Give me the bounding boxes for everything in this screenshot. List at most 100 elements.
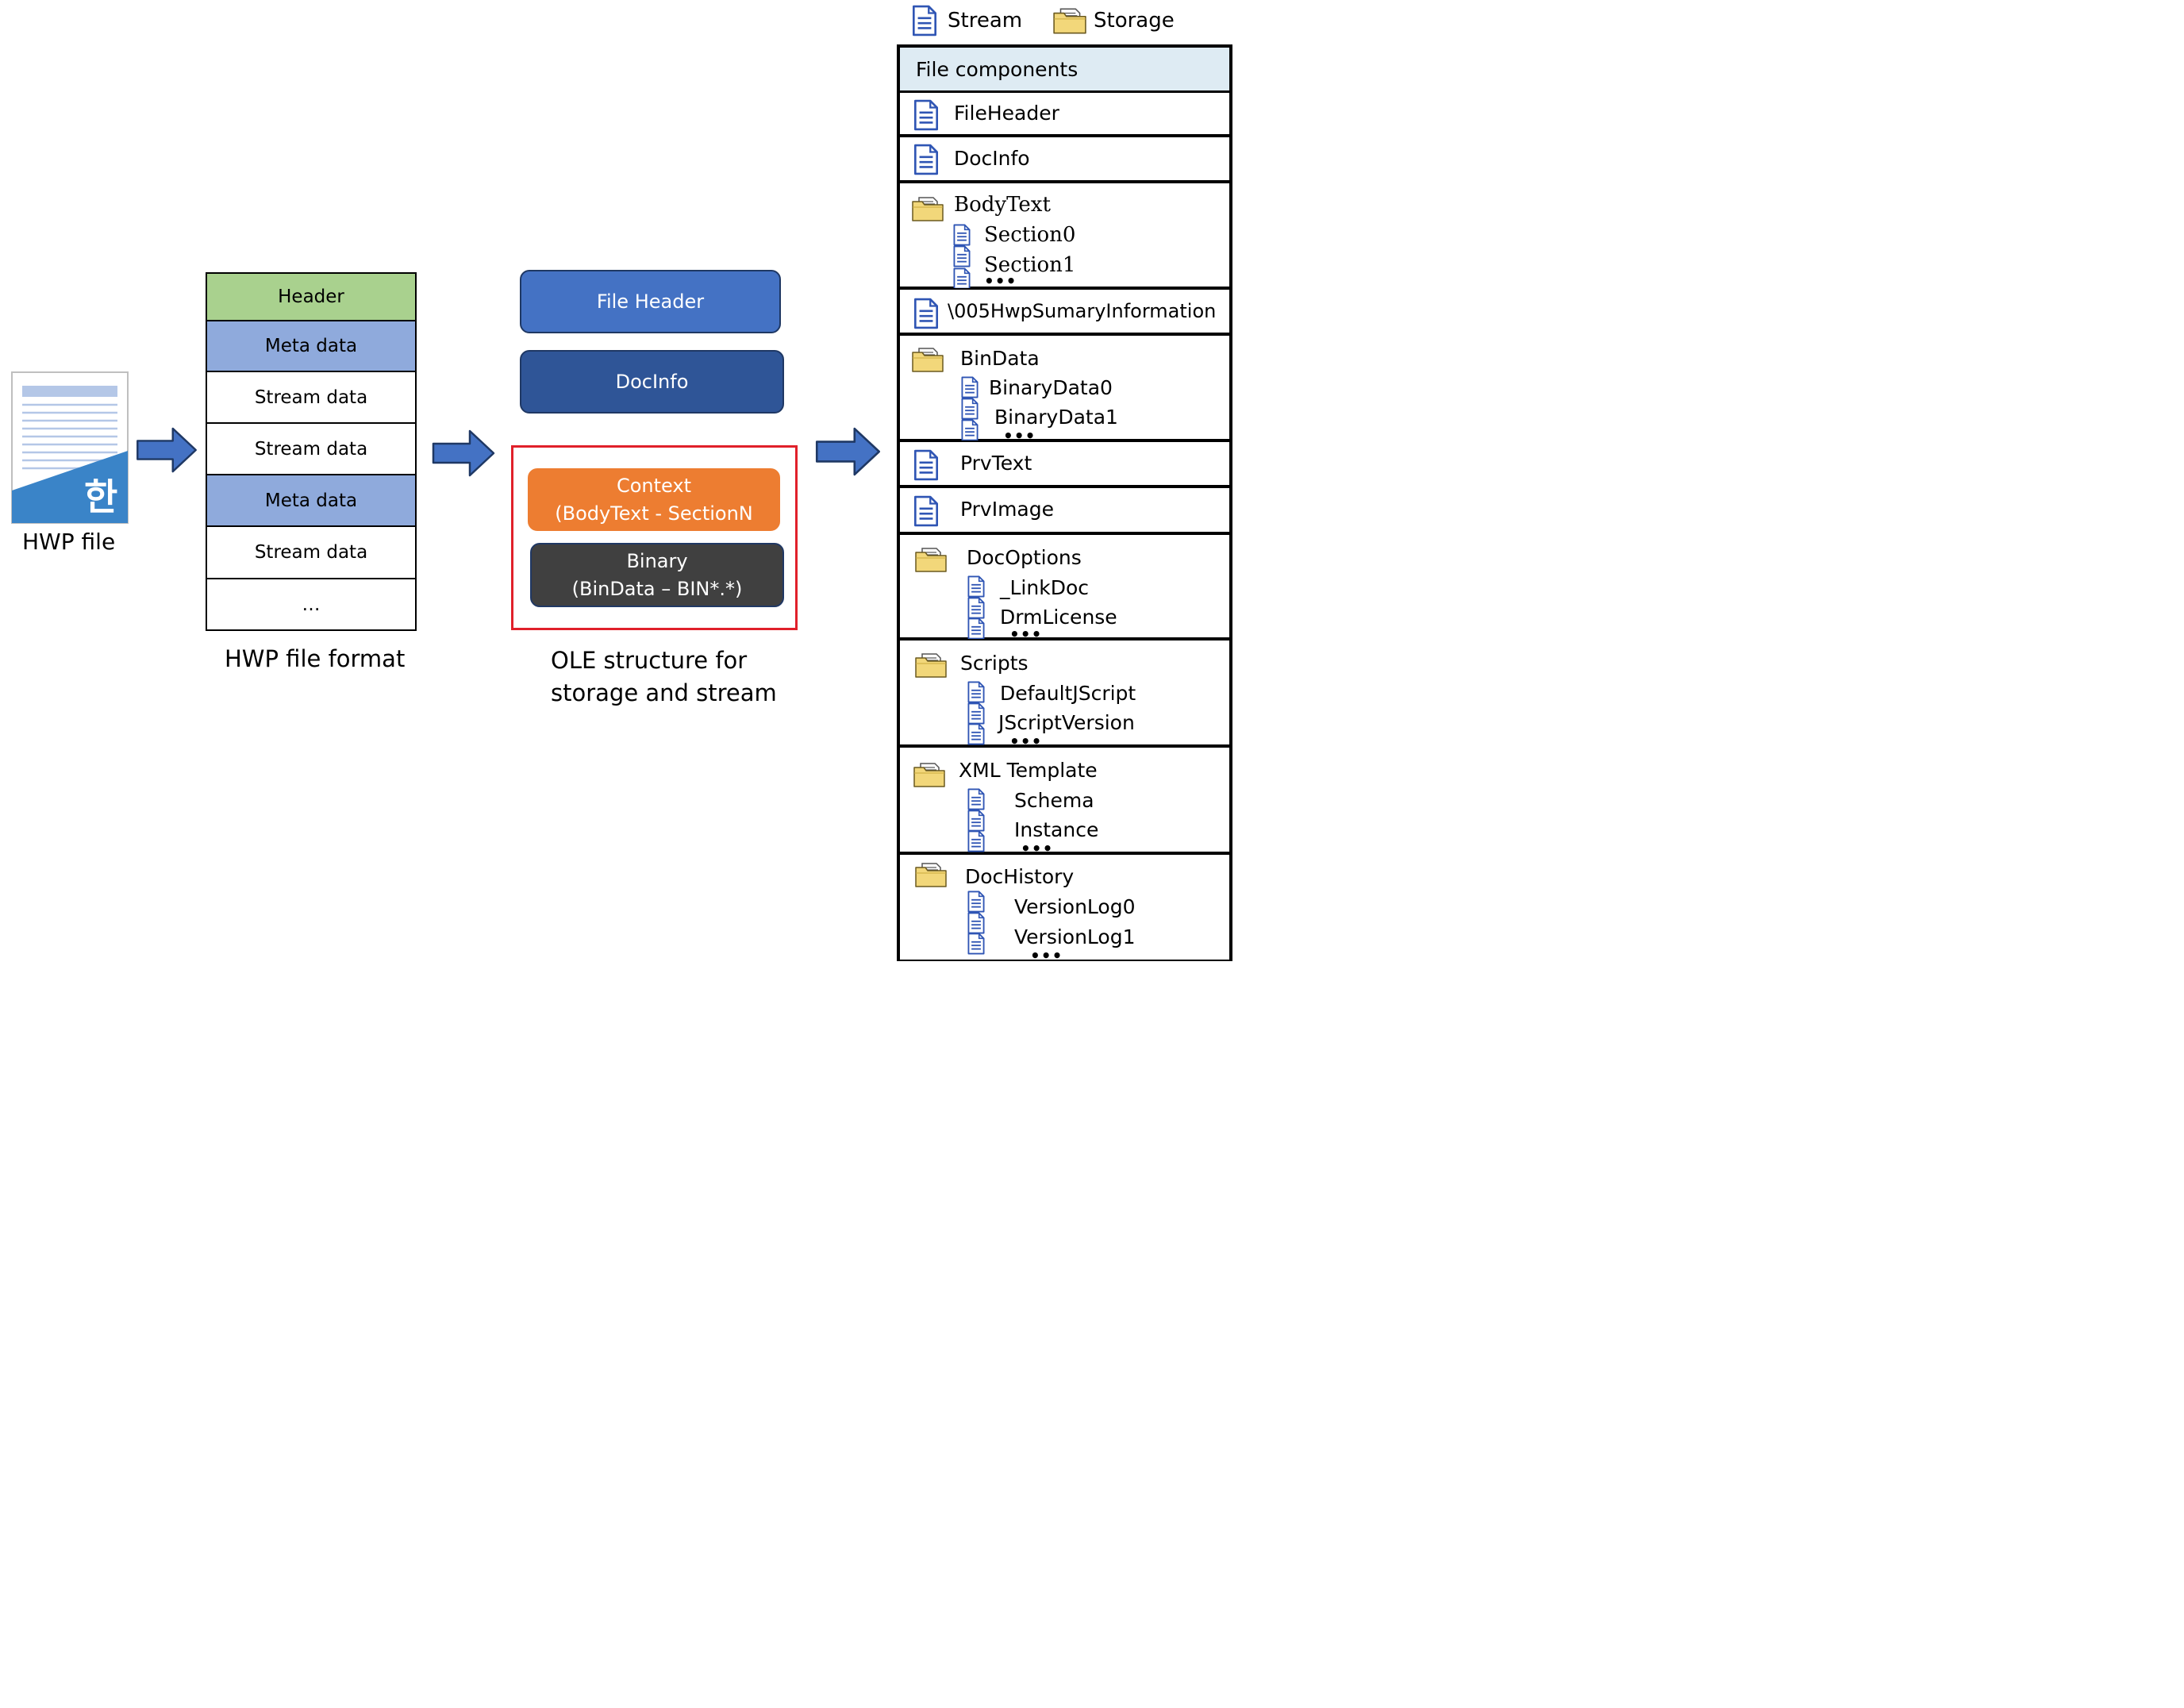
ole-file-header: File Header — [520, 270, 781, 333]
stream-icon — [967, 575, 986, 598]
component-label: \005HwpSumaryInformation — [948, 300, 1217, 322]
stream-icon — [967, 912, 986, 934]
child-label: Section1 — [984, 253, 1076, 277]
component-scripts: Scripts DefaultJScript JScriptVersion ••… — [898, 639, 1231, 751]
more-ellipsis: ••• — [1009, 732, 1043, 751]
more-ellipsis: ••• — [1030, 946, 1063, 965]
ole-binary-box: Binary (BinData – BIN*.*) — [530, 543, 784, 607]
ole-caption: OLE structure for storage and stream — [551, 644, 777, 710]
component-label: DocInfo — [954, 147, 1030, 170]
stream-icon — [967, 891, 986, 913]
file-format-stack: Header Meta data Stream data Stream data… — [206, 272, 418, 631]
stream-icon — [952, 245, 971, 267]
stream-icon — [952, 224, 971, 246]
stream-icon — [913, 298, 940, 329]
stream-icon — [960, 376, 979, 398]
storage-icon — [914, 649, 948, 681]
child-label: Instance — [1014, 818, 1099, 841]
child-label: BinaryData1 — [994, 406, 1118, 429]
ole-content-frame — [511, 445, 798, 630]
format-cell-stream: Stream data — [206, 371, 417, 424]
component-label: XML Template — [959, 759, 1098, 782]
stream-icon — [960, 398, 979, 420]
stream-icon — [960, 419, 979, 441]
ole-caption-line1: OLE structure for — [551, 647, 748, 674]
child-label: Schema — [1014, 789, 1094, 812]
stream-icon — [952, 267, 971, 290]
stream-icon — [967, 810, 986, 832]
stream-icon — [913, 449, 940, 481]
hwp-file-icon: 한 — [11, 371, 129, 524]
component-dochistory: DocHistory VersionLog0 VersionLog1 ••• — [898, 853, 1231, 965]
ole-caption-line2: storage and stream — [551, 679, 777, 706]
storage-icon — [913, 759, 946, 791]
arrow-3-icon — [807, 427, 889, 476]
stream-icon — [911, 5, 938, 37]
stream-icon — [967, 788, 986, 810]
file-format-caption: HWP file format — [225, 645, 406, 672]
child-label: Section0 — [984, 223, 1076, 247]
component-xml-template: XML Template Schema Instance ••• — [898, 746, 1231, 858]
component-label: BodyText — [954, 193, 1051, 217]
stream-icon — [913, 144, 940, 175]
components-title: File components — [898, 46, 1231, 92]
child-label: DefaultJScript — [1000, 682, 1136, 705]
format-cell-ellipsis: … — [206, 578, 417, 631]
stream-icon — [967, 681, 986, 703]
arrow-1-icon — [136, 427, 198, 473]
format-cell-meta: Meta data — [206, 474, 417, 527]
component-label: PrvText — [960, 452, 1032, 475]
legend-storage: Storage — [1052, 5, 1175, 37]
child-label: VersionLog1 — [1014, 925, 1136, 948]
storage-icon — [1052, 5, 1087, 37]
stream-icon — [967, 723, 986, 745]
format-cell-header: Header — [206, 272, 417, 321]
context-title: Context — [616, 474, 692, 497]
stream-icon — [967, 830, 986, 852]
more-ellipsis: ••• — [1021, 839, 1054, 858]
component-label: FileHeader — [954, 102, 1059, 125]
component-label: BinData — [960, 347, 1040, 370]
binary-detail: (BinData – BIN*.*) — [571, 577, 743, 600]
storage-icon — [914, 544, 948, 575]
component-docoptions: DocOptions _LinkDoc DrmLicense ••• — [898, 533, 1231, 644]
child-label: JScriptVersion — [998, 711, 1135, 734]
legend-stream-label: Stream — [948, 9, 1023, 33]
legend-storage-label: Storage — [1094, 9, 1175, 33]
component-fileheader: FileHeader — [898, 91, 1231, 136]
component-label: Scripts — [960, 652, 1029, 675]
binary-title: Binary — [626, 549, 688, 572]
component-label: PrvImage — [960, 498, 1055, 521]
stream-icon — [967, 702, 986, 725]
storage-icon — [911, 193, 944, 225]
stream-icon — [913, 99, 940, 131]
stream-icon — [913, 495, 940, 527]
child-label: _LinkDoc — [1000, 576, 1089, 599]
stream-icon — [967, 617, 986, 640]
component-prvimage: PrvImage — [898, 487, 1231, 533]
hwp-badge-glyph: 한 — [84, 475, 118, 518]
child-label: DrmLicense — [1000, 606, 1117, 629]
component-bodytext: BodyText Section0 Section1 ••• — [898, 182, 1231, 288]
storage-icon — [911, 344, 944, 375]
stream-icon — [967, 597, 986, 619]
component-summary: \005HwpSumaryInformation — [898, 288, 1231, 334]
legend-stream: Stream — [911, 5, 1022, 37]
ole-context-box: Context (BodyText - SectionN — [528, 468, 780, 531]
hwp-file-label: HWP file — [22, 529, 116, 555]
child-label: VersionLog0 — [1014, 895, 1136, 918]
more-ellipsis: ••• — [1003, 426, 1036, 445]
component-prvtext: PrvText — [898, 440, 1231, 487]
format-cell-stream: Stream data — [206, 422, 417, 475]
stream-icon — [967, 933, 986, 955]
arrow-2-icon — [427, 429, 500, 477]
component-bindata: BinData BinaryData0 BinaryData1 ••• — [898, 334, 1231, 445]
more-ellipsis: ••• — [1009, 625, 1043, 644]
ole-docinfo: DocInfo — [520, 350, 784, 414]
format-cell-stream: Stream data — [206, 525, 417, 579]
format-cell-meta: Meta data — [206, 320, 417, 372]
storage-icon — [914, 859, 948, 891]
component-docinfo: DocInfo — [898, 136, 1231, 182]
component-label: DocOptions — [967, 546, 1082, 569]
child-label: BinaryData0 — [989, 376, 1113, 399]
